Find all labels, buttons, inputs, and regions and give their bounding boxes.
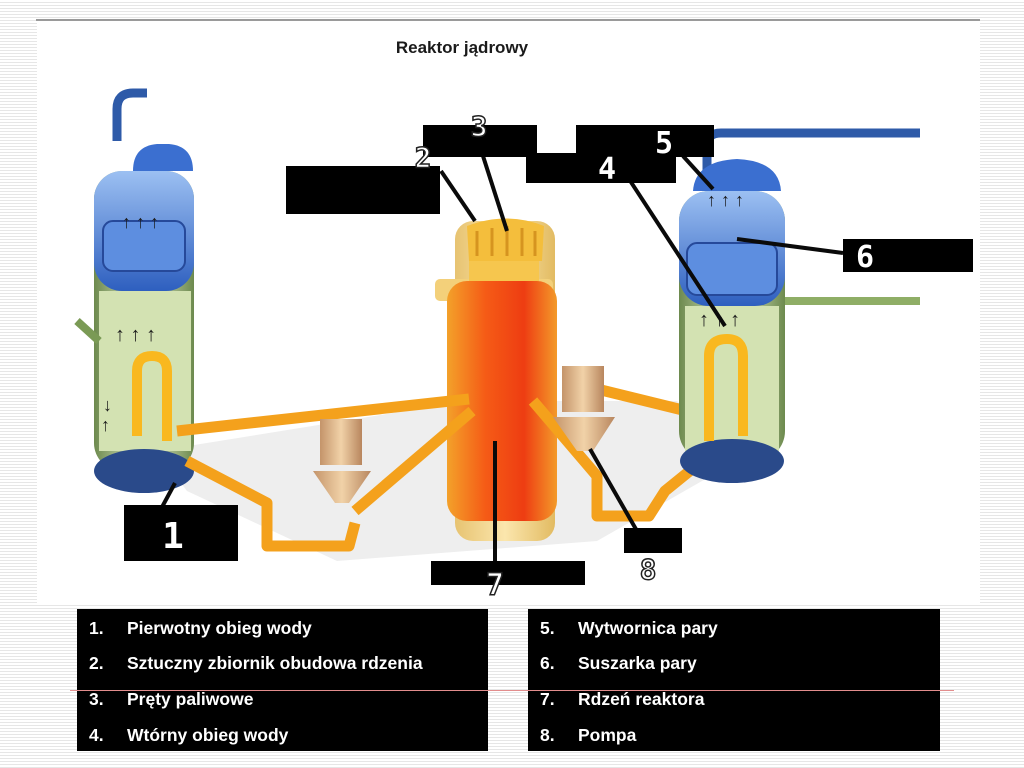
legend-text: Pompa [578,725,637,745]
steam-generator-right: ↑ ↑ ↑ ↑ ↑ ↑ [679,128,920,483]
legend-left: 1. Pierwotny obieg wody 2. Sztuczny zbiorn… [77,609,488,751]
reactor-vessel [435,218,557,541]
legend-number: 2. [89,653,104,673]
legend-item: 2. Sztuczny zbiornik obudowa rdzenia [89,653,423,673]
slide-top-rule [36,19,980,21]
legend-text: Suszarka pary [578,653,697,673]
reactor-diagram: Reaktor jądrowy ↑ ↑ ↑ ↑ ↑ ↑ ↑ ↓ [37,21,980,603]
legend-number: 1. [89,618,104,638]
legend-number: 4. [89,725,104,745]
legend-item: 3. Pręty paliwowe [89,689,253,709]
callout-1: 1 [162,516,184,557]
legend-number: 5. [540,618,555,638]
legend-text: Wtórny obieg wody [127,725,289,745]
pump-left [313,419,371,503]
legend-item: 4. Wtórny obieg wody [89,725,288,745]
callout-8: 8 [640,553,657,586]
pump-right [553,366,615,451]
legend-right: 5. Wytwornica pary 6. Suszarka pary 7. Rdze… [528,609,940,751]
legend-number: 3. [89,689,104,709]
legend-item: 6. Suszarka pary [540,653,697,673]
callout-4: 4 [598,152,616,187]
label-boxes [124,125,973,585]
slide-accent-line [70,690,954,691]
legend-item: 7. Rdzeń reaktora [540,689,704,709]
svg-text:↓: ↓ [103,395,112,415]
callout-7: 7 [486,568,504,603]
svg-text:↑ ↑ ↑: ↑ ↑ ↑ [115,324,156,346]
legend-number: 6. [540,653,555,673]
callout-3: 3 [471,110,488,143]
svg-text:↑ ↑ ↑: ↑ ↑ ↑ [707,190,744,210]
legend-text: Pierwotny obieg wody [127,618,312,638]
legend-number: 7. [540,689,555,709]
legend-text: Rdzeń reaktora [578,689,705,709]
diagram-title: Reaktor jądrowy [396,38,529,57]
legend-text: Sztuczny zbiornik obudowa rdzenia [127,653,423,673]
legend-item: 5. Wytwornica pary [540,618,718,638]
legend-text: Pręty paliwowe [127,689,254,709]
callout-6: 6 [856,240,874,275]
legend-item: 1. Pierwotny obieg wody [89,618,312,638]
callout-2: 2 [415,141,432,174]
legend-text: Wytwornica pary [578,618,718,638]
legend-number: 8. [540,725,555,745]
callout-5: 5 [655,126,673,161]
primary-loop-pipes [176,383,727,552]
svg-text:↑: ↑ [101,415,110,435]
svg-text:↑ ↑ ↑: ↑ ↑ ↑ [122,212,159,232]
leader-lines [159,154,844,561]
steam-generator-left: ↑ ↑ ↑ ↑ ↑ ↑ ↑ ↓ [74,88,194,493]
legend-item: 8. Pompa [540,725,636,745]
